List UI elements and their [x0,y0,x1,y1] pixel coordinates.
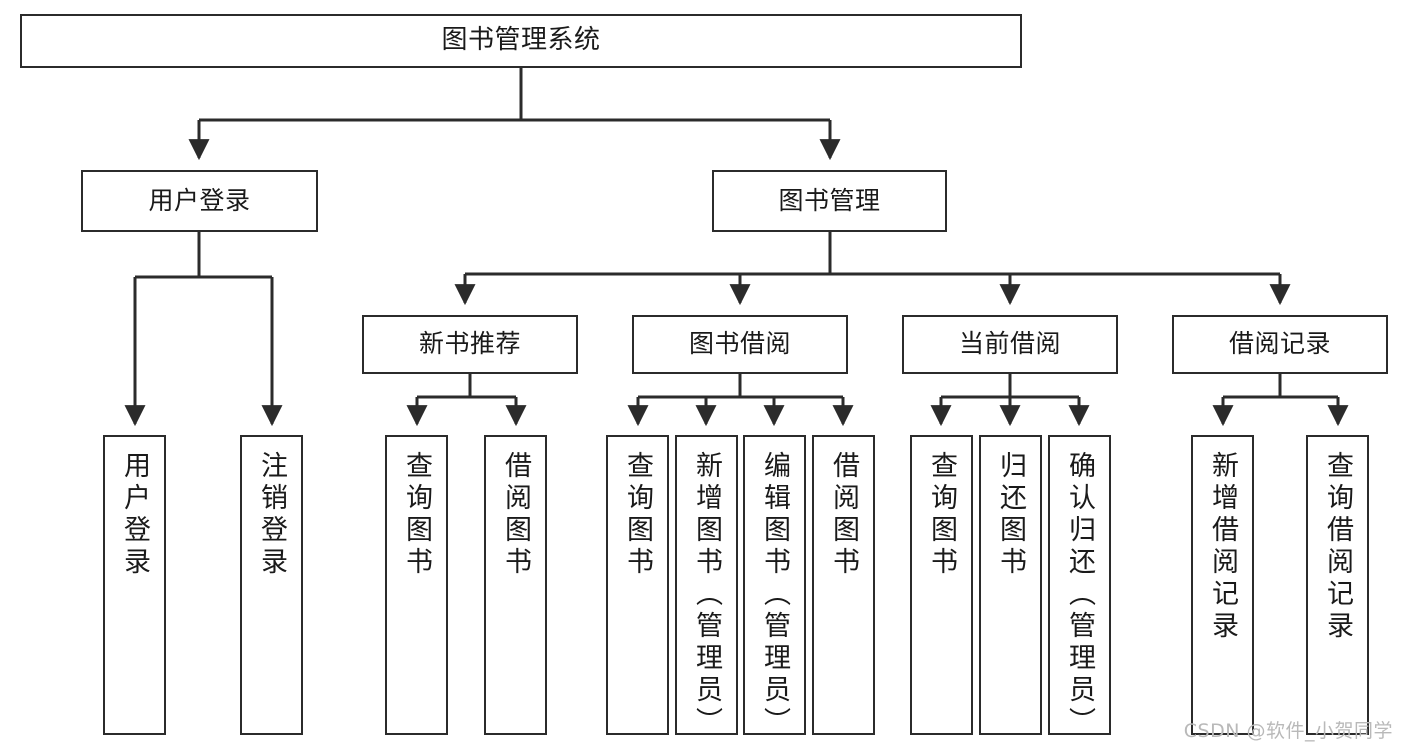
node-label: 查询图书 [622,451,653,579]
node-label: 借阅记录 [1228,329,1331,359]
leaf-query-book-borrow[interactable]: 查询图书 [606,435,669,735]
node-label: 借阅图书 [828,451,859,579]
node-label: 借阅图书 [500,451,531,579]
leaf-add-book-admin[interactable]: 新增图书（管理员） [675,435,738,739]
node-label: 编辑图书（管理员） [759,451,790,739]
watermark: CSDN @软件_小贺同学 [1183,720,1393,742]
node-label: 当前借阅 [958,329,1061,359]
leaf-add-borrow-record[interactable]: 新增借阅记录 [1191,435,1254,735]
node-label: 图书借阅 [688,329,791,359]
leaf-borrow-book-recommend[interactable]: 借阅图书 [484,435,547,735]
node-label: 图书管理系统 [441,25,601,56]
leaf-borrow-book[interactable]: 借阅图书 [812,435,875,735]
node-label: 图书管理 [778,185,881,215]
node-label: 新增借阅记录 [1207,451,1238,643]
node-book-borrow[interactable]: 图书借阅 [632,315,848,374]
leaf-logout[interactable]: 注销登录 [240,435,303,735]
node-new-book-recommend[interactable]: 新书推荐 [362,315,578,374]
node-label: 新书推荐 [418,329,521,359]
leaf-query-borrow-record[interactable]: 查询借阅记录 [1306,435,1369,735]
node-label: 用户登录 [148,185,251,215]
node-label: 用户登录 [119,451,150,579]
leaf-confirm-return-admin[interactable]: 确认归还（管理员） [1048,435,1111,739]
leaf-return-book[interactable]: 归还图书 [979,435,1042,735]
node-label: 注销登录 [256,451,287,579]
leaf-user-login[interactable]: 用户登录 [103,435,166,735]
node-borrow-record[interactable]: 借阅记录 [1172,315,1388,374]
node-root-system[interactable]: 图书管理系统 [20,14,1022,68]
node-label: 查询借阅记录 [1322,451,1353,643]
node-label: 归还图书 [995,451,1026,579]
node-label: 查询图书 [926,451,957,579]
node-label: 确认归还（管理员） [1064,451,1095,739]
node-label: 查询图书 [401,451,432,579]
node-user-login[interactable]: 用户登录 [81,170,318,232]
node-current-borrow[interactable]: 当前借阅 [902,315,1118,374]
node-book-management[interactable]: 图书管理 [712,170,947,232]
leaf-query-book-current[interactable]: 查询图书 [910,435,973,735]
leaf-query-book-recommend[interactable]: 查询图书 [385,435,448,735]
node-label: 新增图书（管理员） [691,451,722,739]
leaf-edit-book-admin[interactable]: 编辑图书（管理员） [743,435,806,739]
